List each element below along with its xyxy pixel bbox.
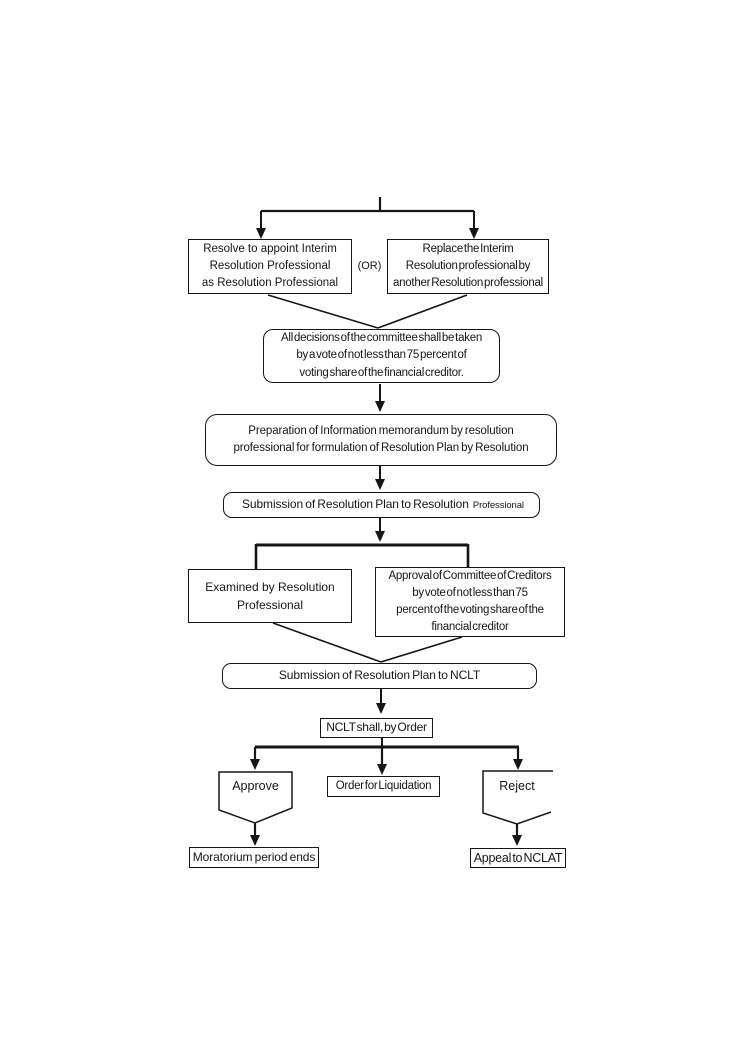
node-text-line: financial creditor xyxy=(431,621,509,634)
node-text-line: Resolution professional by xyxy=(405,260,531,273)
node-text-line: Preparation of Information memorandum by… xyxy=(248,425,514,438)
node-approval-coc: Approval of Committee of Creditors by vo… xyxy=(375,567,565,637)
node-text: Reject xyxy=(499,778,535,793)
connector-lines xyxy=(218,197,553,835)
node-text-line: percent of the voting share of the xyxy=(396,604,544,616)
arrowheads xyxy=(250,228,523,846)
node-text-line: Approval of Committee of Creditors xyxy=(388,569,552,582)
node-text: Order for Liquidation xyxy=(335,780,432,793)
node-text-line: voting share of the financial creditor. xyxy=(299,366,464,379)
node-text-line: professional for formulation of Resoluti… xyxy=(233,442,529,454)
or-label: (OR) xyxy=(357,260,382,273)
node-examined-rp: Examined by Resolution Professional xyxy=(188,569,352,623)
node-text-line: Examined by Resolution xyxy=(205,580,335,594)
node-text-line: Resolution Professional xyxy=(209,260,331,273)
node-text-line: Professional xyxy=(236,598,304,612)
node-text-line: by a vote of not less than 75 percent of xyxy=(296,349,467,362)
node-text-line: Resolve to appoint Interim xyxy=(203,243,337,256)
node-moratorium-ends: Moratorium period ends xyxy=(189,847,319,868)
node-text-line: by vote of not less than 75 xyxy=(412,586,528,599)
node-preparation-memorandum: Preparation of Information memorandum by… xyxy=(205,414,557,466)
node-replace-irp: Replace the Interim Resolution professio… xyxy=(387,239,549,294)
node-text: Moratorium period ends xyxy=(192,849,316,864)
node-nclt-order: NCLT shall, by Order xyxy=(320,718,433,738)
node-text-line: All decisions of the committee shall be … xyxy=(280,332,483,345)
node-submission-rp: Submission of Resolution Plan to Resolut… xyxy=(223,492,540,518)
node-text: Appeal to NCLAT xyxy=(473,850,563,865)
node-text-line: as Resolution Professional xyxy=(201,276,339,289)
node-submission-nclt: Submission of Resolution Plan to NCLT xyxy=(222,663,537,689)
node-approve: Approve xyxy=(219,774,292,798)
node-text-line: another Resolution professional xyxy=(393,276,543,289)
node-appeal-nclat: Appeal to NCLAT xyxy=(470,848,566,868)
node-text: Submission of Resolution Plan to NCLT xyxy=(278,668,481,683)
node-committee-decisions: All decisions of the committee shall be … xyxy=(263,329,500,383)
node-text: Submission of Resolution Plan to Resolut… xyxy=(242,497,469,512)
node-text: Approve xyxy=(232,778,279,793)
node-text: NCLT shall, by Order xyxy=(326,720,427,735)
node-order-liquidation: Order for Liquidation xyxy=(327,776,440,797)
node-reject: Reject xyxy=(483,774,551,798)
node-resolve-appoint: Resolve to appoint Interim Resolution Pr… xyxy=(188,239,352,294)
node-text-suffix: Professional xyxy=(472,500,524,512)
node-text-line: Replace the Interim xyxy=(422,243,514,256)
